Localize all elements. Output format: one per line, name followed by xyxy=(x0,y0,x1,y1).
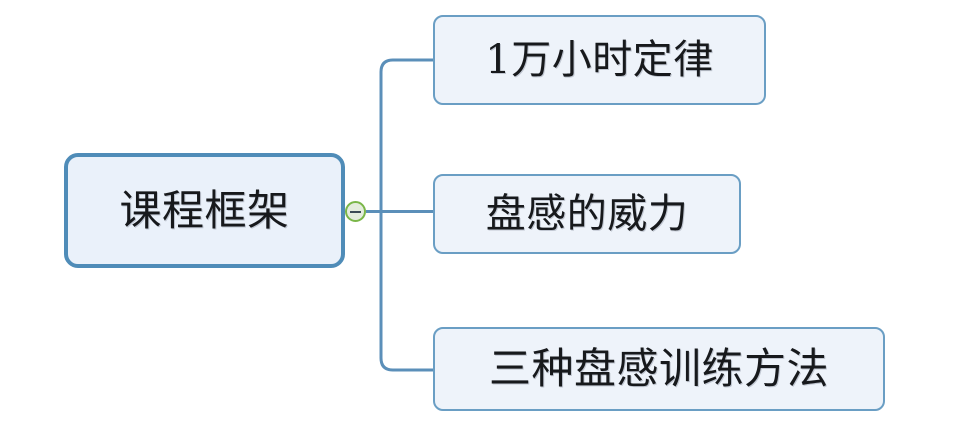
child-node-label: 1万小时定律 xyxy=(485,37,714,83)
root-node-label: 课程框架 xyxy=(119,185,290,235)
minus-icon xyxy=(350,210,361,213)
child-node-label: 盘感的威力 xyxy=(485,191,689,237)
connector-branch-2 xyxy=(379,211,434,372)
child-node-三种盘感训练方法[interactable]: 三种盘感训练方法 xyxy=(433,327,885,411)
root-node[interactable]: 课程框架 xyxy=(64,153,345,268)
child-node-盘感的威力[interactable]: 盘感的威力 xyxy=(433,174,741,254)
child-node-1万小时定律[interactable]: 1万小时定律 xyxy=(433,15,766,105)
child-node-label: 三种盘感训练方法 xyxy=(488,344,829,393)
collapse-toggle[interactable] xyxy=(345,201,366,222)
connector-branch-0 xyxy=(379,58,434,212)
